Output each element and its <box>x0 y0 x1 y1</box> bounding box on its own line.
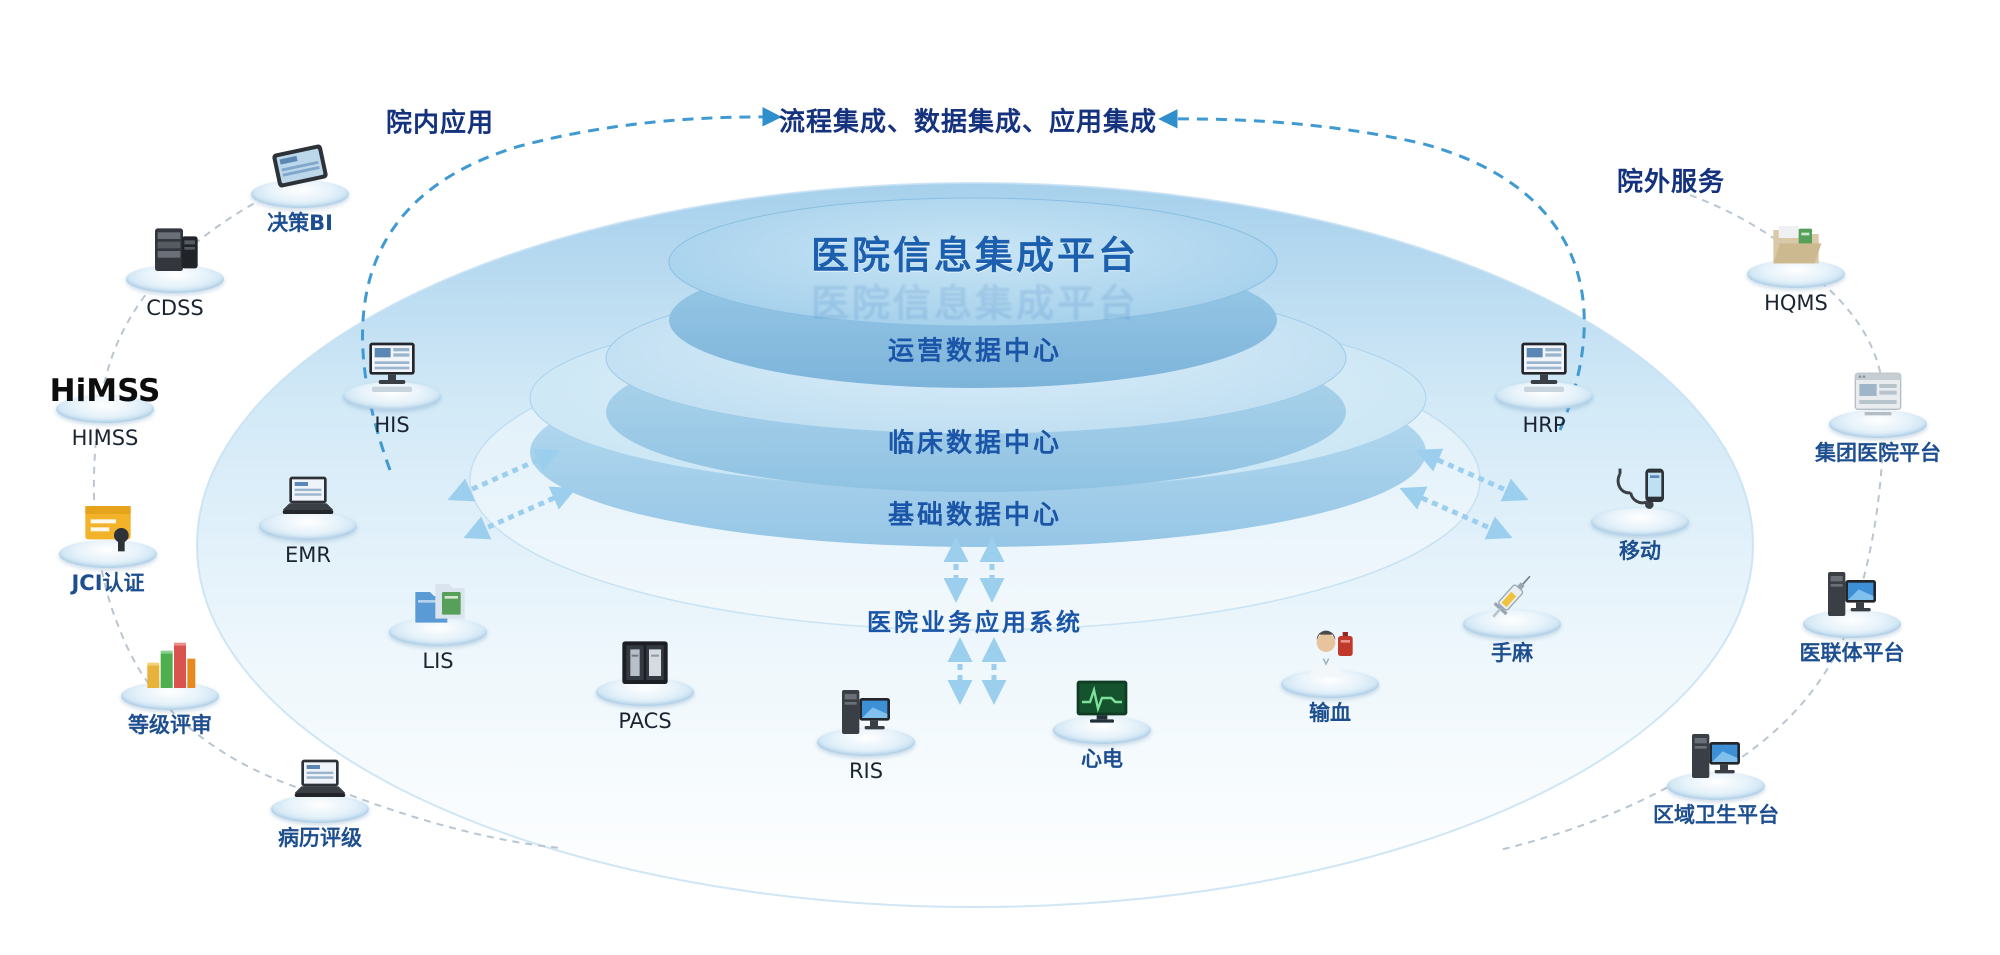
laptop-icon <box>276 466 340 530</box>
node-cdss: CDSS <box>85 213 265 320</box>
node-label: 病历评级 <box>278 826 362 850</box>
node-label: 医联体平台 <box>1799 641 1905 665</box>
platform-title: 医院信息集成平台 <box>810 233 1140 278</box>
desktop-computer-icon <box>360 336 424 400</box>
node-label: LIS <box>422 649 454 673</box>
node-emr: EMR <box>218 460 398 567</box>
node-group-hospital-platform: 集团医院平台 <box>1788 358 1968 465</box>
node-label: HIMSS <box>71 426 139 450</box>
outer-connector-left <box>92 179 561 849</box>
node-label: 等级评审 <box>128 713 212 737</box>
bar-chart-icon <box>138 636 202 700</box>
laptop-icon <box>288 749 352 813</box>
certificate-icon <box>76 494 140 558</box>
layer-label-basic: 基础数据中心 <box>887 500 1063 531</box>
node-label: 决策BI <box>267 211 333 235</box>
node-pedestal <box>1591 508 1689 536</box>
node-pedestal <box>251 180 349 208</box>
node-jci: JCI认证 <box>18 488 198 595</box>
node-label: HIS <box>374 413 410 437</box>
ecg-monitor-icon <box>1070 670 1134 734</box>
webpage-icon <box>1846 364 1910 428</box>
mobile-stethoscope-icon <box>1608 462 1672 526</box>
server-icon <box>143 219 207 283</box>
node-pedestal <box>1463 610 1561 638</box>
node-pedestal <box>817 728 915 756</box>
sync-arrows-left <box>447 448 577 540</box>
node-regional-health-platform: 区域卫生平台 <box>1626 720 1806 827</box>
layer-label-operations: 运营数据中心 <box>887 336 1063 367</box>
node-hqms: HQMS <box>1706 208 1886 315</box>
node-pedestal <box>343 382 441 410</box>
layer-label-clinical: 临床数据中心 <box>887 428 1063 459</box>
workstation-icon <box>834 682 898 746</box>
node-label: RIS <box>848 759 884 783</box>
apps-zone-label: 医院业务应用系统 <box>867 608 1083 637</box>
integration-banner: 流程集成、数据集成、应用集成 <box>778 107 1158 138</box>
xray-icon <box>613 632 677 696</box>
node-label: 区域卫生平台 <box>1653 803 1779 827</box>
workstation-icon <box>1820 564 1884 628</box>
node-mobile: 移动 <box>1550 456 1730 563</box>
node-decision-bi: 决策BI <box>210 128 390 235</box>
platform-title-reflection: 医院信息集成平台 <box>810 281 1140 326</box>
integration-arc-left <box>361 107 782 471</box>
tier-operations-data <box>668 197 1278 388</box>
node-label: HRP <box>1522 413 1566 437</box>
node-medical-alliance-platform: 医联体平台 <box>1762 558 1942 665</box>
node-pedestal <box>1495 382 1593 410</box>
workstation-icon <box>1684 726 1748 790</box>
node-label: 集团医院平台 <box>1815 441 1941 465</box>
node-grade-review: 等级评审 <box>80 630 260 737</box>
sync-arrows-center <box>943 537 1007 705</box>
node-label: 输血 <box>1309 701 1351 725</box>
right-group-title: 院外服务 <box>1616 167 1726 198</box>
node-pedestal <box>56 395 154 423</box>
node-label: PACS <box>618 709 672 733</box>
node-ecg: 心电 <box>1012 664 1192 771</box>
sync-arrows-right <box>1399 448 1529 540</box>
syringe-icon <box>1480 564 1544 628</box>
node-label: EMR <box>285 543 331 567</box>
node-lis: LIS <box>348 566 528 673</box>
node-pedestal <box>271 795 369 823</box>
node-label: JCI认证 <box>71 571 145 595</box>
desktop-computer-icon <box>1512 336 1576 400</box>
node-label: HQMS <box>1764 291 1828 315</box>
node-pedestal <box>259 512 357 540</box>
folder-files-icon <box>1764 214 1828 278</box>
folders-icon <box>406 572 470 636</box>
nurse-blood-icon <box>1298 624 1362 688</box>
left-group-title: 院内应用 <box>385 108 495 139</box>
node-label: 心电 <box>1081 747 1123 771</box>
node-label: 手麻 <box>1491 641 1533 665</box>
node-label: 移动 <box>1619 539 1661 563</box>
himss-logo: HiMSS <box>49 373 161 409</box>
integration-arc-right <box>1158 109 1586 431</box>
node-pacs: PACS <box>555 626 735 733</box>
node-pedestal <box>59 540 157 568</box>
node-his: HIS <box>302 330 482 437</box>
node-record-rating: 病历评级 <box>230 743 410 850</box>
node-ris: RIS <box>776 676 956 783</box>
node-himss: HiMSS HIMSS <box>15 343 195 450</box>
node-pedestal <box>1667 772 1765 800</box>
node-pedestal <box>389 618 487 646</box>
node-transfusion: 输血 <box>1240 618 1420 725</box>
node-anesthesia: 手麻 <box>1422 558 1602 665</box>
node-pedestal <box>1747 260 1845 288</box>
node-hrp: HRP <box>1454 330 1634 437</box>
tablet-icon <box>268 134 332 198</box>
node-label: CDSS <box>146 296 204 320</box>
node-pedestal <box>1803 610 1901 638</box>
